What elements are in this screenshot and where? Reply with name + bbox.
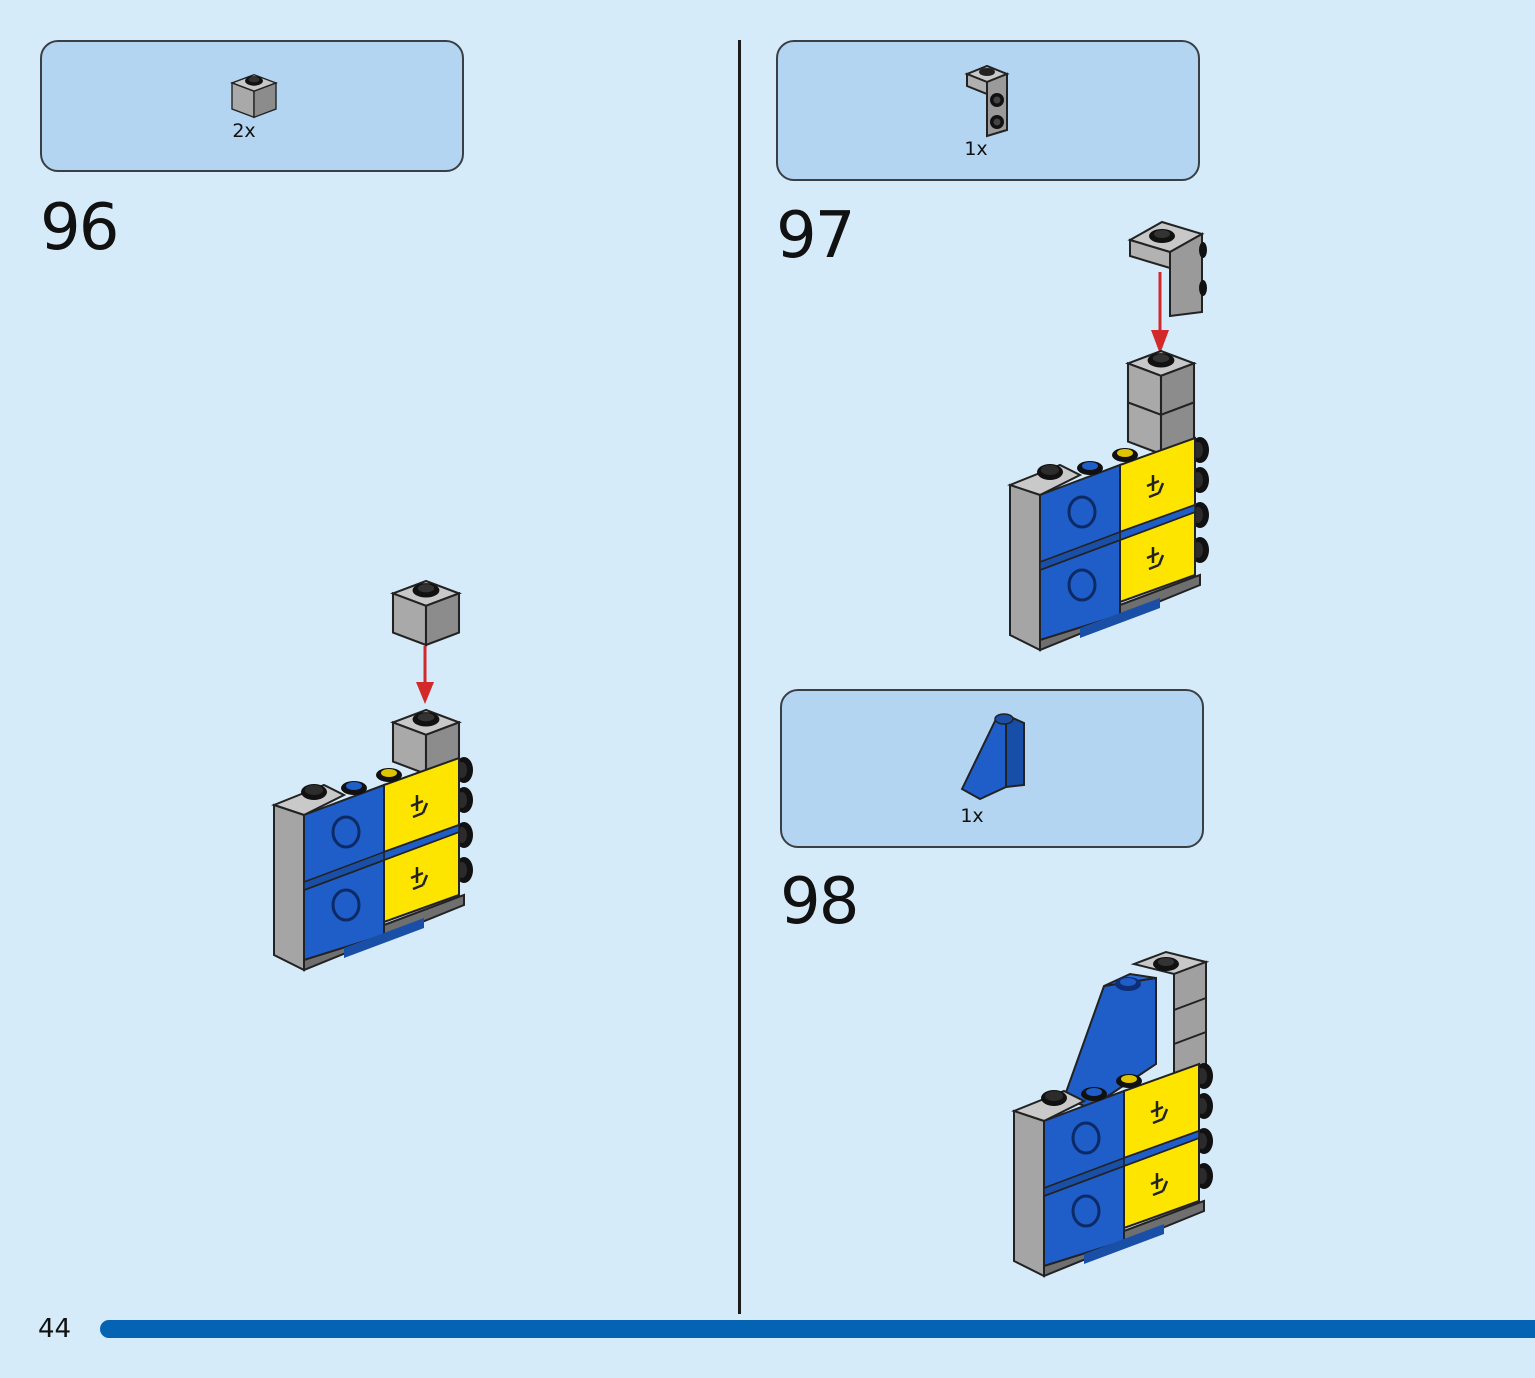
step-98-assembly bbox=[1014, 1086, 1214, 1276]
parts-box-step-96: 2x bbox=[40, 40, 464, 172]
step-96-arrow bbox=[416, 646, 434, 704]
parts-box-step-97: 1x bbox=[776, 40, 1200, 181]
parts-box-step-98: 1x bbox=[780, 689, 1204, 848]
parts-qty: 2x bbox=[232, 120, 256, 142]
page-divider bbox=[738, 40, 741, 1314]
blue-slope-icon bbox=[960, 713, 1025, 801]
step-96-assembly bbox=[274, 780, 474, 970]
step-96-gray-brick bbox=[391, 580, 461, 646]
step-number: 97 bbox=[776, 199, 855, 273]
step-97-bracket bbox=[1127, 220, 1207, 318]
step-number: 98 bbox=[780, 865, 859, 939]
step-97-arrow bbox=[1151, 272, 1169, 354]
gray-1x1-brick-icon bbox=[231, 74, 277, 118]
step-97-assembly bbox=[1010, 460, 1210, 650]
parts-qty: 1x bbox=[964, 138, 988, 160]
gray-bracket-icon bbox=[964, 64, 1010, 138]
page-number: 44 bbox=[38, 1314, 72, 1344]
parts-qty: 1x bbox=[960, 805, 984, 827]
step-number: 96 bbox=[40, 191, 119, 265]
page-progress-bar bbox=[100, 1320, 1535, 1338]
step-98-gray-column bbox=[1130, 950, 1210, 1082]
